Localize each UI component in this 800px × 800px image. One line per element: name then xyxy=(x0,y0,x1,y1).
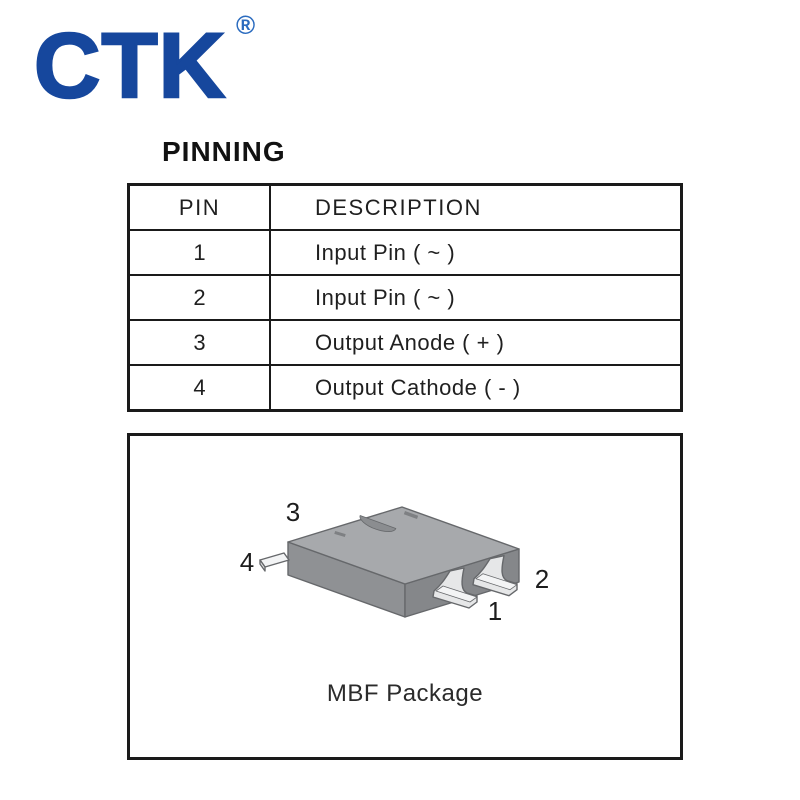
registered-trademark-icon: ® xyxy=(236,10,256,40)
description-column-header: DESCRIPTION xyxy=(269,183,683,231)
package-top-mark xyxy=(403,511,419,519)
package-top-mark xyxy=(334,530,346,538)
table-row: 4 Output Cathode ( - ) xyxy=(127,364,683,412)
ctk-logo: CTK ® xyxy=(33,12,255,113)
pin-label-1: 1 xyxy=(488,596,502,626)
pin-description: Output Cathode ( - ) xyxy=(269,364,683,412)
pin-description: Input Pin ( ~ ) xyxy=(269,274,683,321)
lead-pin1 xyxy=(432,567,478,609)
pin-label-2: 2 xyxy=(535,564,549,594)
package-figure-box: 3 4 2 1 MBF Package xyxy=(127,433,683,760)
lead-pin4 xyxy=(259,552,290,572)
pin-number: 4 xyxy=(127,364,271,412)
page-title: PINNING xyxy=(162,136,286,167)
pin-column-header: PIN xyxy=(127,183,271,231)
pin-table: PIN DESCRIPTION 1 Input Pin ( ~ ) 2 Inpu… xyxy=(127,183,683,412)
pin-description: Output Anode ( + ) xyxy=(269,319,683,366)
pin-description: Input Pin ( ~ ) xyxy=(269,229,683,276)
mbf-package-illustration: 3 4 2 1 xyxy=(240,497,549,626)
package-notch xyxy=(359,515,397,532)
pin-number: 2 xyxy=(127,274,271,321)
figure-caption: MBF Package xyxy=(326,680,484,707)
pin-label-4: 4 xyxy=(240,547,254,577)
pin-number: 3 xyxy=(127,319,271,366)
pin-number: 1 xyxy=(127,229,271,276)
table-header-row: PIN DESCRIPTION xyxy=(127,183,683,231)
table-row: 3 Output Anode ( + ) xyxy=(127,319,683,366)
table-row: 1 Input Pin ( ~ ) xyxy=(127,229,683,276)
table-row: 2 Input Pin ( ~ ) xyxy=(127,274,683,321)
pin-label-3: 3 xyxy=(286,497,300,527)
ctk-logo-text: CTK xyxy=(33,15,227,117)
